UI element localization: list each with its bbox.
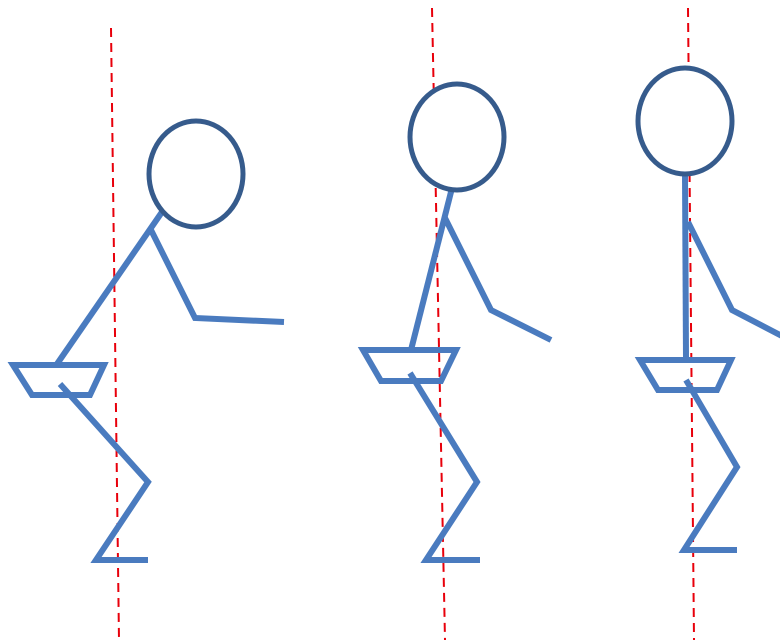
torso [685,174,686,358]
plumb-line [111,28,119,640]
torso [411,188,452,350]
head [638,68,732,174]
pelvis [640,360,731,390]
pelvis [13,365,104,395]
arm [688,222,780,336]
torso [57,212,162,364]
figure-upright [638,8,780,640]
head [149,121,243,227]
figure-deep-squat [13,28,284,640]
arm [445,218,551,340]
leg [410,373,480,560]
leg [60,384,148,560]
arm [151,230,284,322]
figure-half-squat [363,8,551,640]
head [410,84,504,190]
